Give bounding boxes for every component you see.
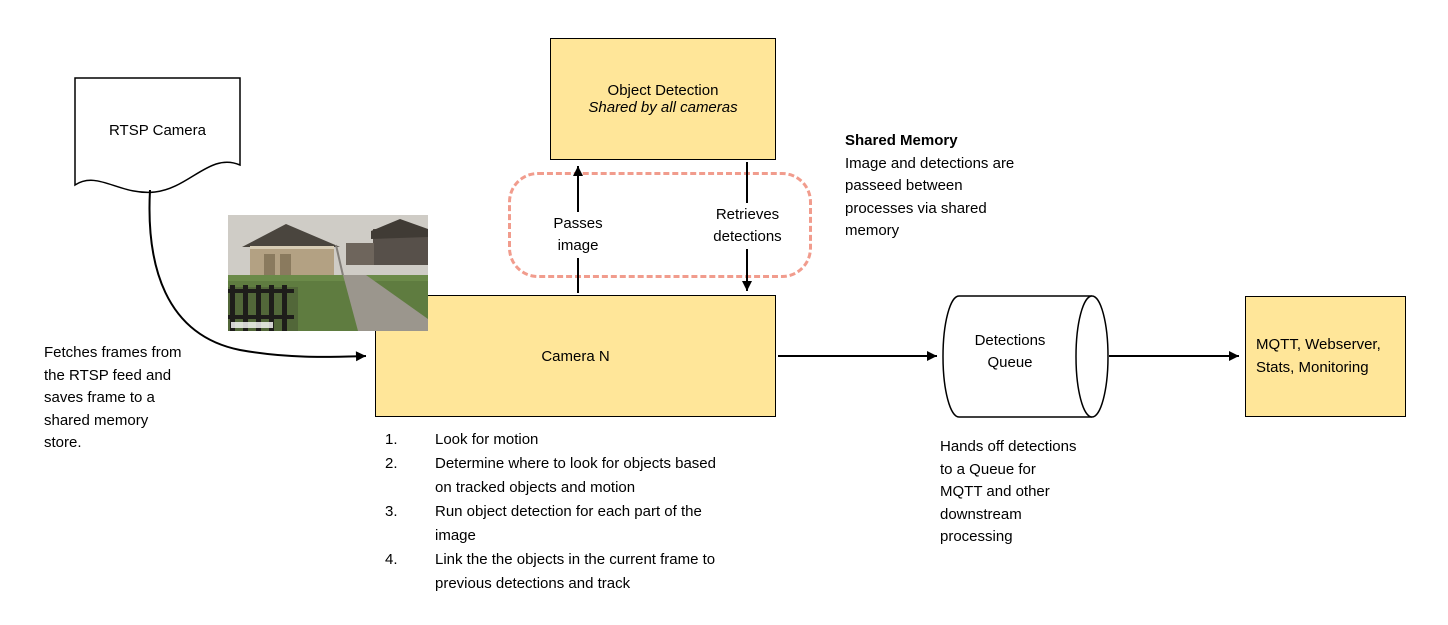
step-item: 3. Run object detection for each part of… xyxy=(385,500,720,548)
step-text: Look for motion xyxy=(435,431,539,448)
step-text: Link the the objects in the current fram… xyxy=(435,551,716,592)
shared-memory-note: Shared Memory Image and detections are p… xyxy=(845,130,1030,243)
step-number: 4. xyxy=(385,551,398,568)
mqtt-webserver-node: MQTT, Webserver, Stats, Monitoring xyxy=(1245,296,1406,417)
camera-snapshot-image xyxy=(228,215,428,331)
object-detection-subtitle: Shared by all cameras xyxy=(588,99,738,116)
mqtt-webserver-label: MQTT, Webserver, Stats, Monitoring xyxy=(1256,336,1381,376)
camera-steps-list: 1. Look for motion 2. Determine where to… xyxy=(385,428,720,596)
step-item: 2. Determine where to look for objects b… xyxy=(385,452,720,500)
step-text: Determine where to look for objects base… xyxy=(435,455,716,496)
detections-queue-label: Detections Queue xyxy=(974,332,1046,371)
queue-note: Hands off detections to a Queue for MQTT… xyxy=(940,438,1077,545)
object-detection-title: Object Detection xyxy=(607,82,719,99)
step-item: 4. Link the the objects in the current f… xyxy=(385,548,720,596)
shared-memory-body: Image and detections are passeed between… xyxy=(845,154,1015,240)
retrieves-detections-label: Retrieves detections xyxy=(705,203,790,249)
object-detection-node: Object Detection Shared by all cameras xyxy=(550,38,776,160)
camera-n-label: Camera N xyxy=(541,347,610,365)
shared-memory-dashed-region xyxy=(508,172,812,278)
step-number: 2. xyxy=(385,455,398,472)
detections-queue-cylinder-cap xyxy=(1075,295,1109,418)
shared-memory-title: Shared Memory xyxy=(845,132,958,149)
camera-n-node: Camera N xyxy=(375,295,776,417)
camera-snapshot-scene xyxy=(228,215,428,331)
step-text: Run object detection for each part of th… xyxy=(435,503,702,544)
passes-image-label: Passes image xyxy=(543,212,613,258)
fetch-note: Fetches frames from the RTSP feed and sa… xyxy=(44,344,182,451)
step-number: 1. xyxy=(385,431,398,448)
step-item: 1. Look for motion xyxy=(385,428,720,452)
step-number: 3. xyxy=(385,503,398,520)
rtsp-camera-label: RTSP Camera xyxy=(109,122,206,139)
